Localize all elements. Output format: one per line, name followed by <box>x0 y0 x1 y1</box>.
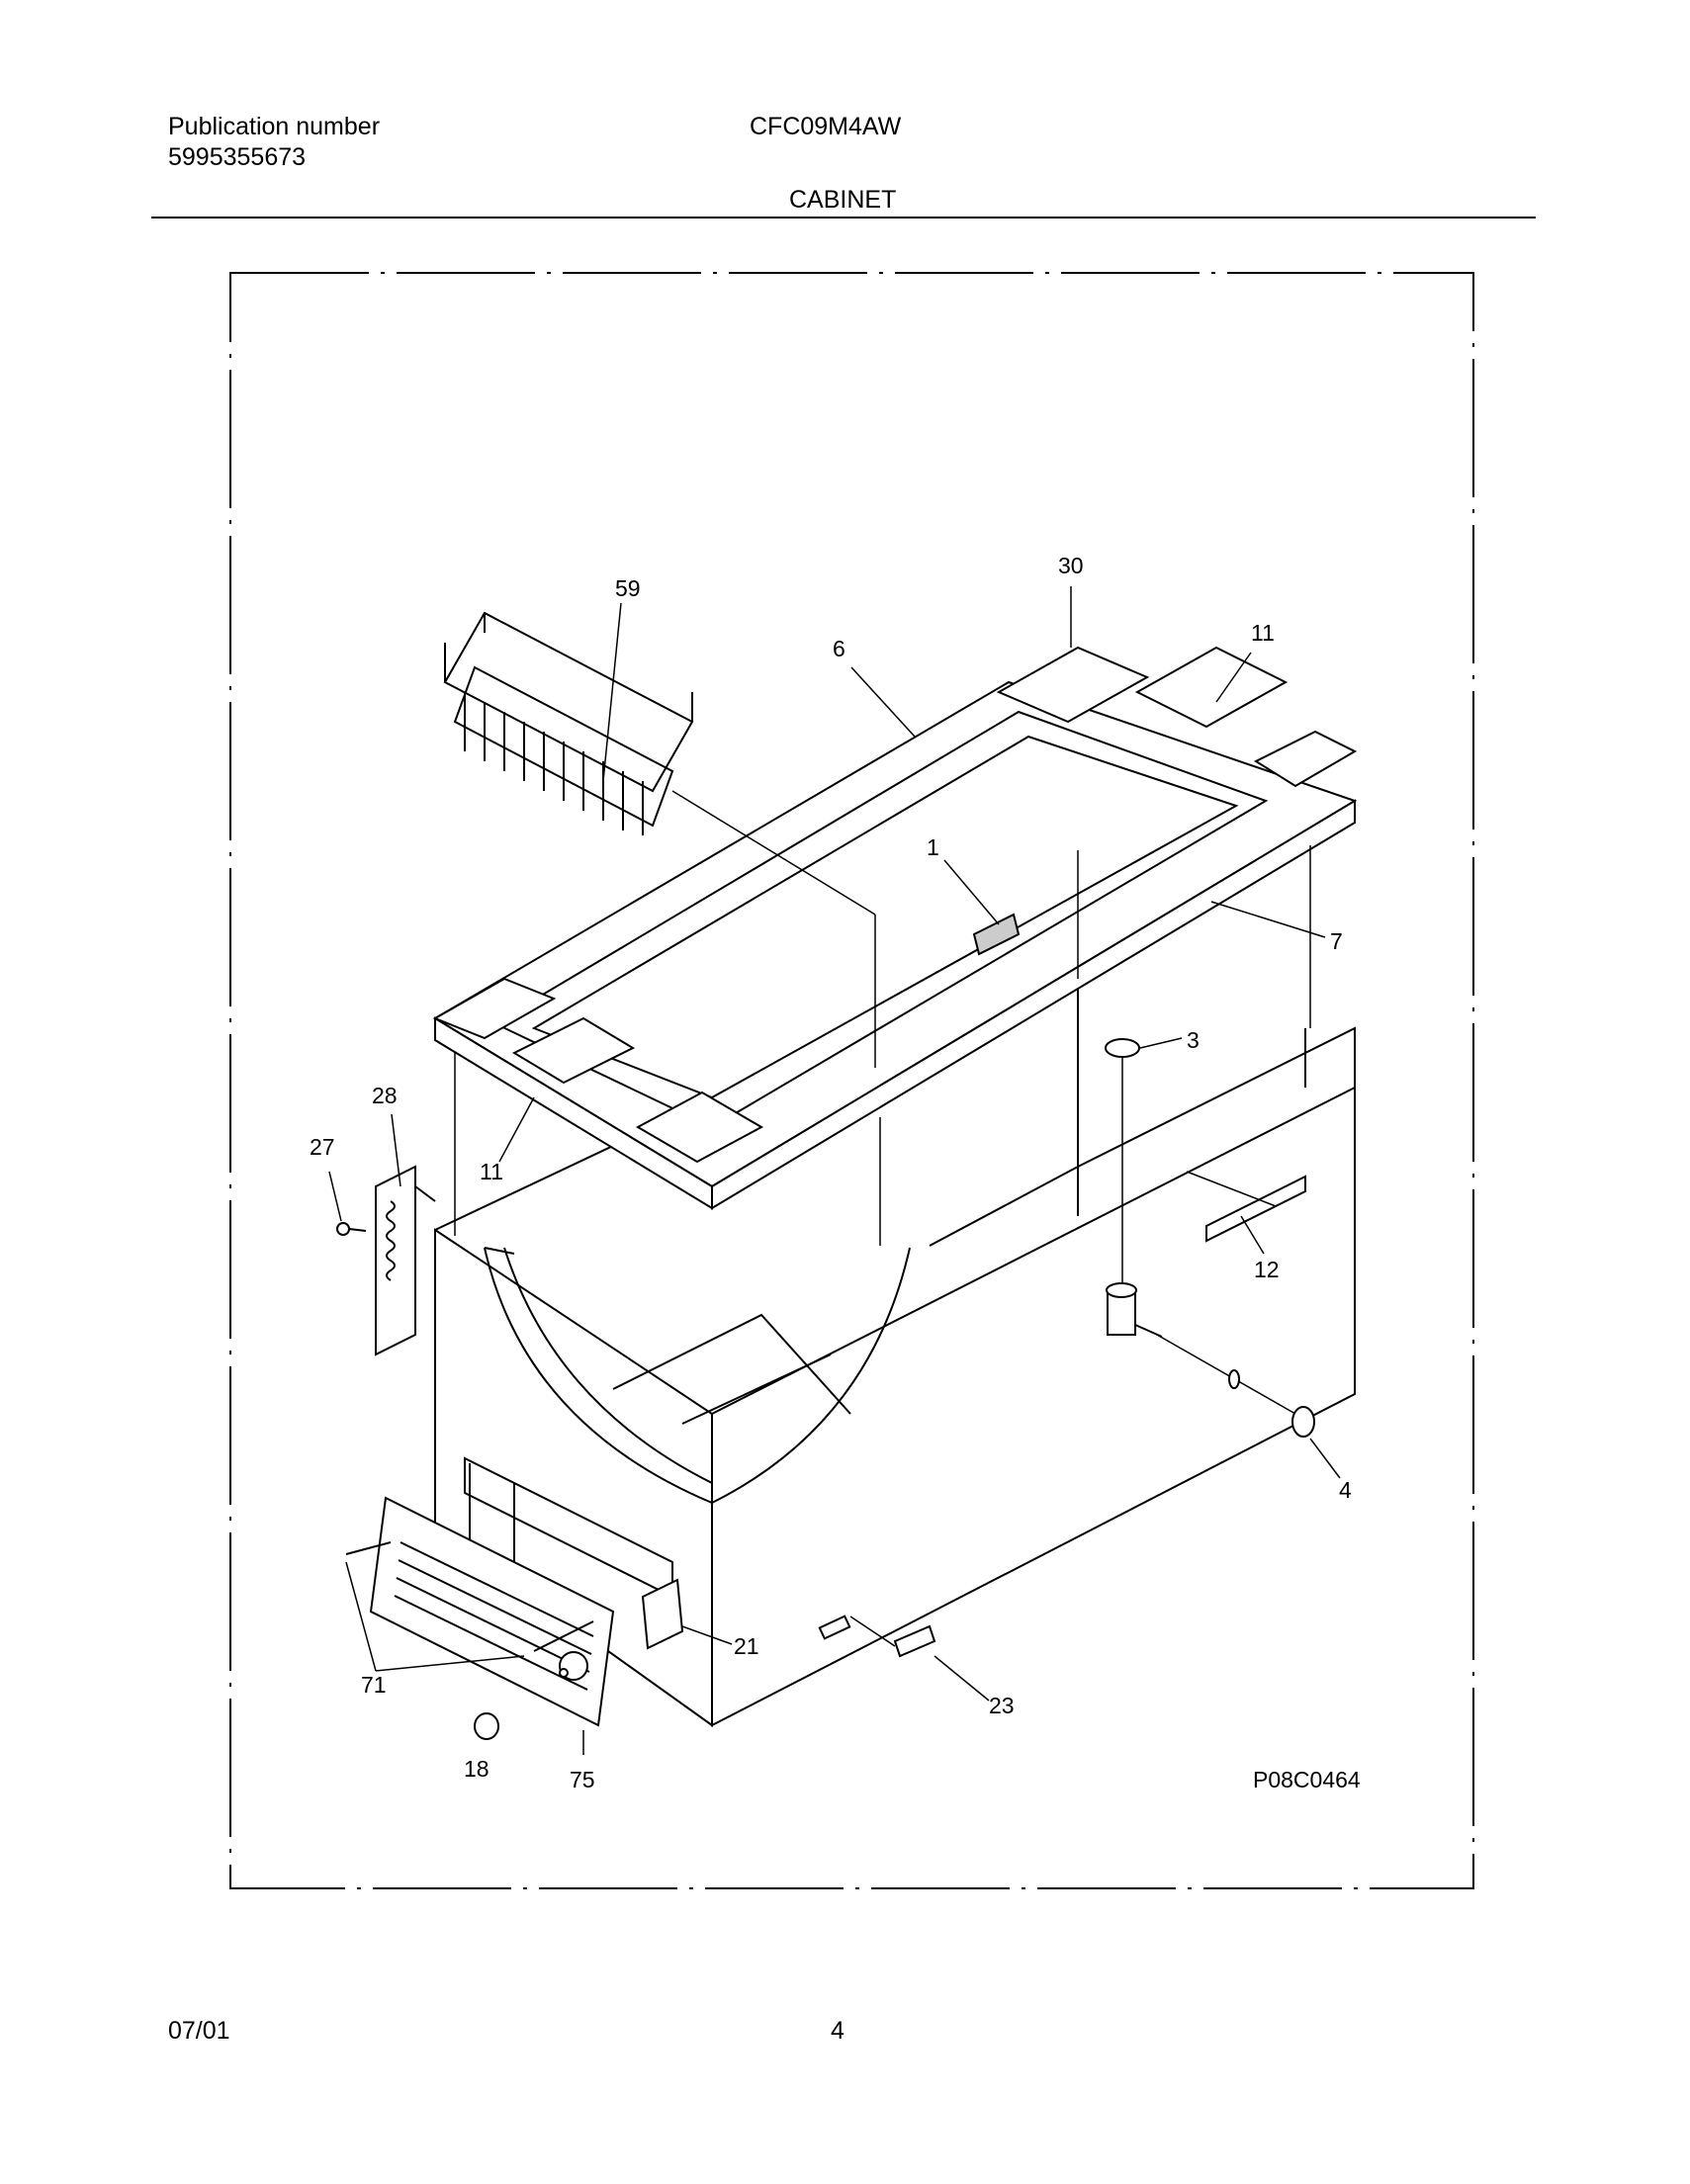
callout-3: 3 <box>1187 1027 1200 1053</box>
hinge-assembly <box>336 1165 436 1356</box>
grille-assembly <box>345 1496 936 1740</box>
callout-leaders <box>328 586 1341 1755</box>
callout-27: 27 <box>310 1134 335 1160</box>
callout-28: 28 <box>372 1083 398 1108</box>
callout-21: 21 <box>734 1633 759 1659</box>
callout-75: 75 <box>570 1767 595 1792</box>
diagram-code: P08C0464 <box>1253 1767 1361 1792</box>
callout-6: 6 <box>833 636 845 661</box>
callout-11-top: 11 <box>1251 620 1275 646</box>
diagram-frame <box>229 272 1474 1889</box>
publication-label: Publication number <box>168 113 381 140</box>
header-rule <box>151 217 1536 218</box>
callout-18: 18 <box>464 1756 489 1782</box>
section-title: CABINET <box>789 186 897 214</box>
callout-11-bottom: 11 <box>480 1159 503 1184</box>
lid-handle <box>972 913 1021 956</box>
drain-plug <box>1105 1038 1140 1058</box>
serial-label <box>1205 1175 1306 1243</box>
callout-23: 23 <box>989 1693 1015 1718</box>
lid-frame-breaker-strips <box>432 646 1358 1210</box>
callout-30: 30 <box>1058 553 1084 578</box>
callout-7: 7 <box>1330 928 1343 954</box>
drain-fitting <box>1106 1282 1315 1438</box>
publication-number: 5995355673 <box>168 143 307 171</box>
callout-71: 71 <box>361 1672 387 1698</box>
callout-1: 1 <box>927 834 939 860</box>
footer-date: 07/01 <box>168 2017 230 2045</box>
alignment-lines <box>454 790 1311 1647</box>
callout-12: 12 <box>1254 1257 1280 1282</box>
callout-4: 4 <box>1339 1477 1352 1503</box>
model-number: CFC09M4AW <box>750 113 902 140</box>
wire-basket <box>443 611 694 835</box>
callout-59: 59 <box>615 575 641 601</box>
page-number: 4 <box>831 2017 845 2045</box>
